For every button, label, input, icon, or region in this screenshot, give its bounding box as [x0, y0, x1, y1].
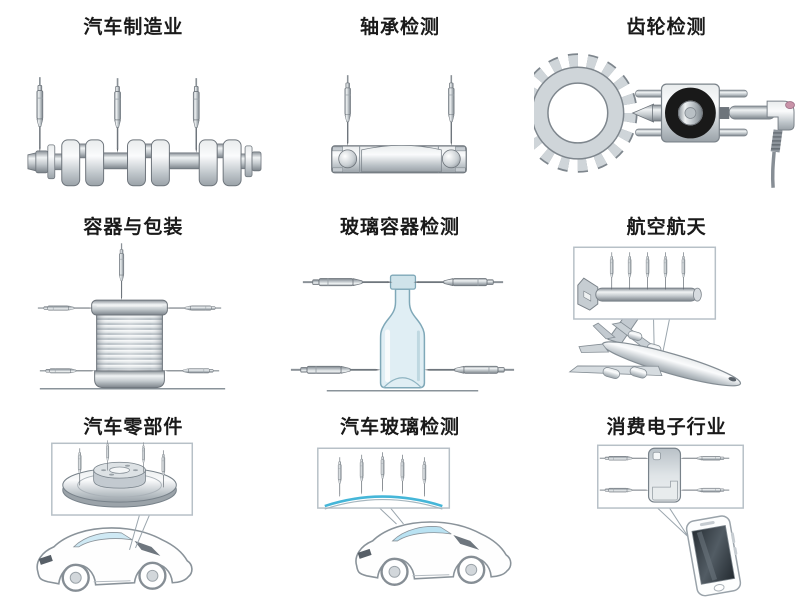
inset-box: [572, 246, 716, 320]
probe-icon: [37, 305, 94, 311]
cell-containers-packaging: 容器与包装: [0, 200, 267, 400]
probe-icon: [39, 368, 96, 374]
probe-icon: [166, 305, 222, 311]
stringer-rail-icon: [576, 277, 702, 311]
probe-icon: [119, 243, 125, 301]
probe-icon: [164, 368, 220, 374]
cell-aerospace: 航空航天: [533, 200, 800, 400]
smartphone-icon: [685, 515, 741, 597]
probe-icon: [36, 76, 44, 153]
airplane-icon: [568, 309, 741, 387]
sensor-ring-icon: [664, 87, 716, 139]
car-icon: [354, 520, 512, 586]
cell-glass-container-inspection: 玻璃容器检测: [267, 200, 534, 400]
cell-label: 汽车零部件: [83, 415, 184, 438]
metal-can-icon: [91, 299, 169, 389]
phone-back-cover-icon: [647, 447, 681, 503]
probe-sensor-icon: [631, 83, 795, 188]
brake-disc-icon: [62, 461, 178, 508]
cell-label: 汽车玻璃检测: [339, 415, 460, 438]
probe-icon: [114, 77, 122, 154]
cell-consumer-electronics: 消费电子行业: [533, 400, 800, 600]
callout-lines: [129, 514, 151, 551]
cell-label: 汽车制造业: [83, 15, 184, 38]
bearing-with-probes-illustration: [331, 74, 467, 174]
cell-label: 消费电子行业: [606, 415, 727, 438]
probe-icon: [290, 365, 382, 374]
cell-label: 齿轮检测: [626, 15, 707, 38]
cell-label: 轴承检测: [359, 15, 440, 38]
probe-icon: [448, 74, 455, 147]
cell-automotive-glass-inspection: 汽车玻璃检测: [267, 400, 534, 600]
gear-icon: [533, 53, 638, 173]
glass-bottle-icon: [379, 274, 426, 389]
crankshaft-icon: [27, 139, 262, 187]
callout-lines: [379, 507, 404, 525]
probe-icon: [302, 278, 393, 287]
cell-label: 玻璃容器检测: [339, 215, 460, 238]
cell-label: 容器与包装: [83, 215, 184, 238]
probe-icon: [344, 74, 351, 147]
aircraft-stringer-probes-illustration: [568, 246, 741, 387]
cell-bearing-inspection: 轴承检测: [267, 0, 534, 200]
cell-label: 航空航天: [626, 215, 707, 238]
gear-with-probe-sensor-illustration: [533, 53, 795, 188]
cell-automotive-manufacturing: 汽车制造业: [0, 0, 267, 200]
cell-automotive-parts: 汽车零部件: [0, 400, 267, 600]
metal-can-with-probes-illustration: [37, 243, 226, 390]
cable-icon: [770, 151, 776, 188]
probe-icon: [423, 365, 515, 374]
connector-tip-icon: [784, 101, 795, 109]
cell-gear-inspection: 齿轮检测: [533, 0, 800, 200]
windshield-probes-illustration: [317, 447, 512, 586]
car-icon: [36, 526, 194, 592]
probe-icon: [193, 77, 200, 154]
bearing-icon: [331, 145, 467, 174]
brake-disc-probes-illustration: [36, 440, 194, 592]
glass-bottle-with-probes-illustration: [290, 274, 515, 392]
phone-cover-probes-illustration: [596, 444, 744, 597]
windshield-curve-icon: [324, 495, 443, 510]
probe-icon: [412, 278, 504, 287]
crankshaft-with-probes-illustration: [27, 76, 262, 187]
